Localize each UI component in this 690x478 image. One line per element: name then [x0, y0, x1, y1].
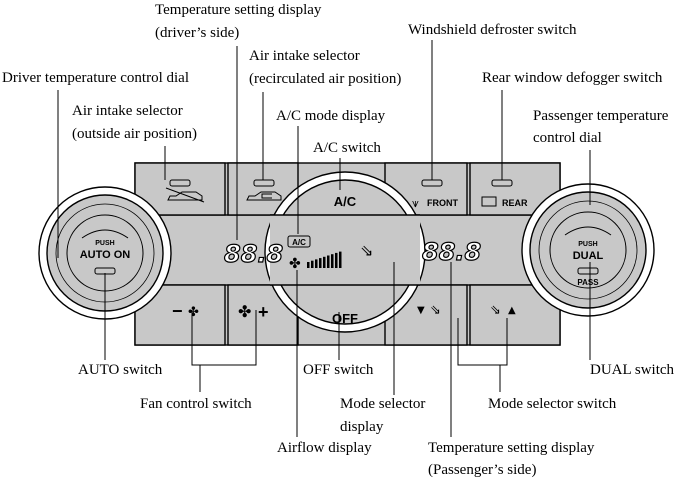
- label-ac-mode-display: A/C mode display: [276, 108, 386, 124]
- label-air-intake-recirc-sub: (recirculated air position): [249, 71, 401, 87]
- indicator-led: [491, 179, 513, 187]
- off-button[interactable]: OFF: [332, 311, 358, 326]
- ac-mode-indicator: A/C: [292, 238, 306, 247]
- label-mode-selector-display: Mode selector: [340, 396, 425, 412]
- push-label: PUSH: [95, 240, 114, 247]
- fan-icon: ✤: [289, 256, 301, 272]
- passenger-temp-display: 88.8: [422, 238, 481, 266]
- label-fan-control: Fan control switch: [140, 396, 252, 412]
- label-dual-switch: DUAL switch: [590, 362, 675, 378]
- rotate-arrow-icon: [81, 229, 129, 239]
- label-off-switch: OFF switch: [303, 362, 374, 378]
- leader-lines: [57, 40, 591, 437]
- minus-icon: −: [172, 301, 183, 321]
- airflow-bar-segment: [315, 259, 318, 268]
- mode-selector-icon: ⇘: [360, 241, 373, 260]
- label-temp-display-driver-sub: (driver’s side): [155, 25, 239, 41]
- label-air-intake-recirc: Air intake selector: [249, 48, 360, 64]
- pass-label: PASS: [577, 278, 599, 287]
- fan-icon-large: ✤: [238, 302, 251, 321]
- airflow-bar-segment: [307, 262, 310, 268]
- indicator-led: [421, 179, 443, 187]
- label-ac-switch: A/C switch: [313, 140, 381, 156]
- rotate-arrow-icon: [564, 226, 612, 236]
- label-air-intake-outside: Air intake selector: [72, 103, 183, 119]
- ac-indicator-box: [287, 235, 311, 248]
- airflow-bar-segment: [335, 252, 338, 268]
- fan-icon-small: ✤: [188, 305, 199, 320]
- label-mode-selector-switch: Mode selector switch: [488, 396, 617, 412]
- airflow-bar-segment: [339, 251, 342, 268]
- auto-on-button[interactable]: AUTO ON: [80, 249, 131, 261]
- plus-icon: +: [258, 302, 269, 322]
- triangle-down-icon: ▼: [417, 305, 425, 316]
- label-passenger-dial: Passenger temperature: [533, 108, 669, 124]
- driver-temp-dial[interactable]: PUSH AUTO ON: [38, 186, 172, 320]
- control-panel: A/C OFF ⩛ FRONT REAR 88.8 88.8 A/C ✤ ⇘ −…: [134, 162, 561, 346]
- triangle-up-icon: ▲: [508, 305, 516, 316]
- airflow-bar-segment: [323, 256, 326, 268]
- recirc-air-icon: [246, 191, 282, 201]
- driver-temp-display: 88.8: [224, 240, 283, 268]
- label-temp-display-passenger: Temperature setting display: [428, 440, 595, 456]
- outside-air-icon: [165, 187, 205, 203]
- rear-label: REAR: [502, 198, 528, 208]
- passenger-temp-dial[interactable]: PUSH DUAL PASS: [521, 183, 655, 317]
- mode-icon: ⇘: [430, 303, 441, 318]
- front-label: FRONT: [427, 198, 458, 208]
- label-windshield-defroster: Windshield defroster switch: [408, 22, 577, 38]
- rear-defog-icon: [481, 196, 497, 207]
- label-auto-switch: AUTO switch: [78, 362, 163, 378]
- dual-button[interactable]: DUAL: [573, 250, 604, 262]
- windshield-defrost-icon: ⩛: [412, 196, 419, 210]
- label-temp-display-driver: Temperature setting display: [155, 2, 322, 18]
- airflow-bar-segment: [311, 260, 314, 268]
- indicator-led: [253, 179, 275, 187]
- airflow-bar-segment: [319, 258, 322, 268]
- push-label: PUSH: [578, 241, 597, 248]
- airflow-bar-segment: [331, 254, 334, 268]
- label-driver-dial: Driver temperature control dial: [2, 70, 189, 86]
- label-airflow-display: Airflow display: [277, 440, 372, 456]
- ac-button[interactable]: A/C: [334, 194, 357, 209]
- label-rear-defogger: Rear window defogger switch: [482, 70, 663, 86]
- pass-indicator-led: [577, 267, 599, 275]
- mode-icon: ⇘: [490, 303, 501, 318]
- airflow-bars: [307, 251, 342, 268]
- indicator-led: [169, 179, 191, 187]
- label-passenger-dial-sub: control dial: [533, 130, 602, 146]
- label-temp-display-passenger-sub: (Passenger’s side): [428, 462, 536, 478]
- airflow-bar-segment: [327, 255, 330, 268]
- label-mode-selector-display-sub: display: [340, 419, 384, 435]
- label-air-intake-outside-sub: (outside air position): [72, 126, 197, 142]
